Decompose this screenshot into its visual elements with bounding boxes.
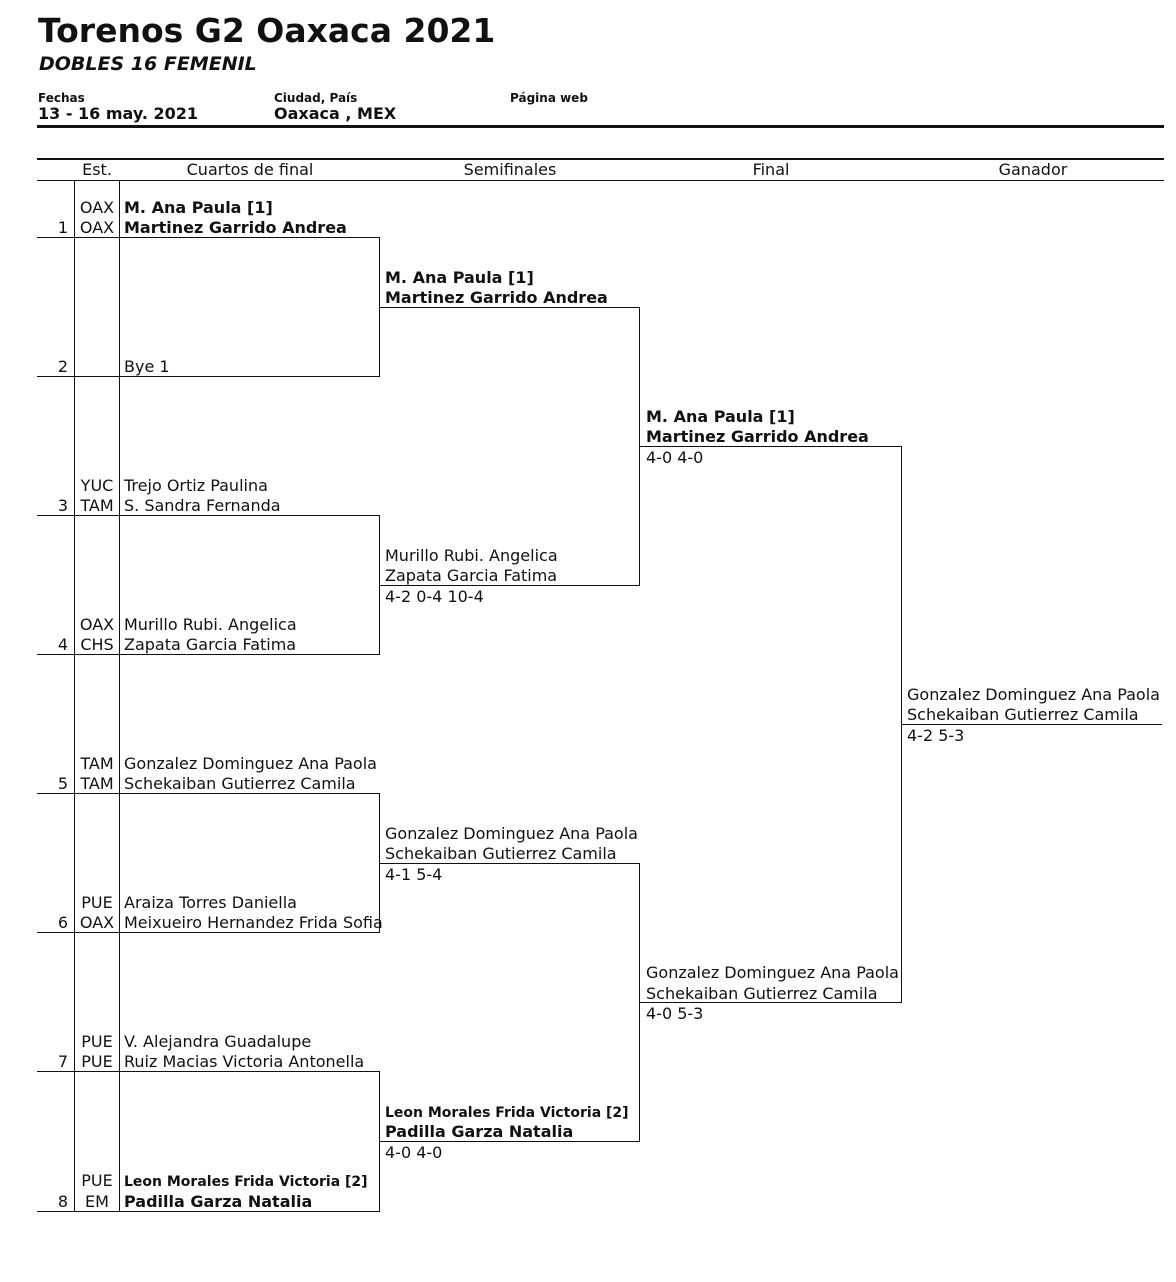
match-score: 4-2 0-4 10-4 (385, 587, 484, 606)
match-score: 4-2 5-3 (907, 726, 965, 745)
city-label: Ciudad, País (274, 91, 358, 105)
seed-number: 3 (57, 496, 68, 515)
draw-line (37, 654, 380, 655)
draw-line (37, 1071, 380, 1072)
bracket-connector (379, 237, 380, 376)
player-name: Gonzalez Dominguez Ana Paola (385, 824, 638, 843)
seed-number: 4 (57, 635, 68, 654)
seed-number: 7 (57, 1052, 68, 1071)
est-column-left-rule (74, 180, 75, 1211)
state-code: OAX (79, 913, 115, 932)
draw-line (380, 863, 640, 864)
state-code: CHS (80, 635, 114, 654)
page-subtitle: DOBLES 16 FEMENIL (39, 53, 257, 75)
player-name: Padilla Garza Natalia (385, 1122, 574, 1141)
draw-line (902, 724, 1162, 725)
column-header-quarterfinals: Cuartos de final (186, 160, 314, 179)
column-header-winner: Ganador (998, 160, 1068, 179)
match-score: 4-0 5-3 (646, 1004, 704, 1023)
player-name: Leon Morales Frida Victoria [2] (124, 1174, 368, 1190)
player-name: Murillo Rubi. Angelica (124, 615, 297, 634)
state-code: TAM (80, 754, 114, 773)
est-column-right-rule (119, 180, 120, 1211)
state-code: OAX (79, 218, 115, 237)
player-name: V. Alejandra Guadalupe (124, 1032, 312, 1051)
player-name: Gonzalez Dominguez Ana Paola (646, 963, 899, 982)
draw-line (37, 932, 380, 933)
match-score: 4-0 4-0 (646, 448, 704, 467)
column-header-est: Est. (82, 160, 112, 179)
state-code: PUE (81, 1052, 113, 1071)
seed-number: 5 (57, 774, 68, 793)
match-score: 4-1 5-4 (385, 865, 443, 884)
draw-line (380, 307, 640, 308)
page-title: Torenos G2 Oaxaca 2021 (38, 11, 496, 50)
player-name: Ruiz Macias Victoria Antonella (124, 1052, 365, 1071)
draw-line (37, 376, 380, 377)
city-value: Oaxaca , MEX (274, 104, 397, 123)
bracket-connector (639, 863, 640, 1141)
state-code: YUC (80, 476, 114, 495)
player-name: Schekaiban Gutierrez Camila (385, 844, 617, 863)
state-code: PUE (81, 1171, 113, 1190)
draw-line (37, 1211, 380, 1212)
player-name: Araiza Torres Daniella (124, 893, 297, 912)
column-header-final: Final (752, 160, 790, 179)
player-name: Leon Morales Frida Victoria [2] (385, 1105, 629, 1121)
bracket-connector (379, 793, 380, 932)
winner-name: Schekaiban Gutierrez Camila (907, 705, 1139, 724)
state-code: TAM (80, 774, 114, 793)
dates-value: 13 - 16 may. 2021 (38, 104, 198, 123)
winner-name: Gonzalez Dominguez Ana Paola (907, 685, 1160, 704)
column-header-bottom-rule (37, 180, 1164, 181)
column-header-top-rule (37, 158, 1164, 160)
draw-line (37, 515, 380, 516)
player-name: M. Ana Paula [1] (124, 198, 273, 217)
state-code: EM (85, 1192, 109, 1211)
match-score: 4-0 4-0 (385, 1143, 443, 1162)
bracket-connector (639, 307, 640, 585)
bye-label: Bye 1 (124, 357, 170, 376)
seed-number: 6 (57, 913, 68, 932)
seed-number: 8 (57, 1192, 68, 1211)
state-code: OAX (79, 615, 115, 634)
player-name: Trejo Ortiz Paulina (124, 476, 268, 495)
bracket-connector (901, 446, 902, 1002)
player-name: M. Ana Paula [1] (646, 407, 795, 426)
player-name: Schekaiban Gutierrez Camila (124, 774, 356, 793)
draw-line (380, 1141, 640, 1142)
state-code: OAX (79, 198, 115, 217)
bracket-connector (379, 1071, 380, 1211)
draw-line (380, 585, 640, 586)
player-name: Padilla Garza Natalia (124, 1192, 313, 1211)
player-name: Zapata Garcia Fatima (124, 635, 297, 654)
seed-number: 1 (57, 218, 68, 237)
bracket-connector (379, 515, 380, 654)
player-name: Martinez Garrido Andrea (124, 218, 347, 237)
player-name: Murillo Rubi. Angelica (385, 546, 558, 565)
state-code: TAM (80, 496, 114, 515)
column-header-semifinals: Semifinales (463, 160, 557, 179)
state-code: PUE (81, 1032, 113, 1051)
seed-number: 2 (57, 357, 68, 376)
player-name: M. Ana Paula [1] (385, 268, 534, 287)
player-name: Martinez Garrido Andrea (385, 288, 608, 307)
player-name: S. Sandra Fernanda (124, 496, 281, 515)
dates-label: Fechas (38, 91, 85, 105)
player-name: Schekaiban Gutierrez Camila (646, 984, 878, 1003)
state-code: PUE (81, 893, 113, 912)
player-name: Zapata Garcia Fatima (385, 566, 558, 585)
draw-line (37, 793, 380, 794)
header-divider (37, 125, 1164, 128)
player-name: Meixueiro Hernandez Frida Sofia (124, 913, 383, 932)
player-name: Martinez Garrido Andrea (646, 427, 869, 446)
draw-line (37, 237, 380, 238)
website-label: Página web (510, 91, 588, 105)
draw-line (640, 446, 902, 447)
draw-line (640, 1002, 902, 1003)
player-name: Gonzalez Dominguez Ana Paola (124, 754, 377, 773)
